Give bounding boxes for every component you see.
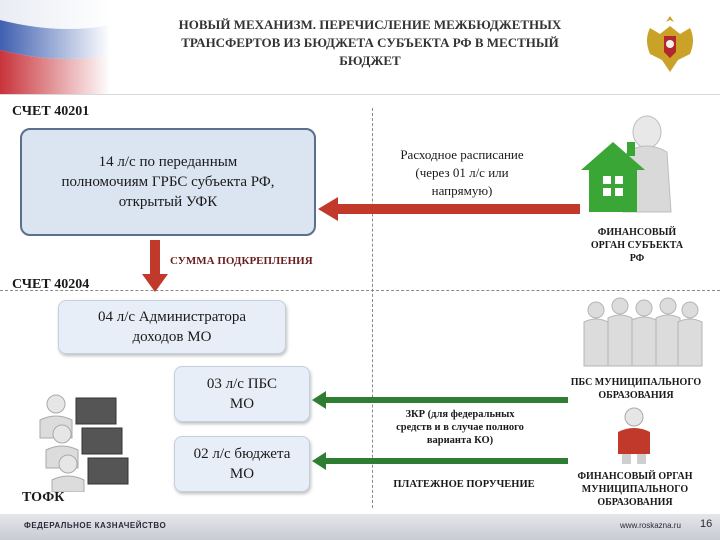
account-40201-label: СЧЕТ 40201 bbox=[12, 104, 90, 119]
title-line-1: НОВЫЙ МЕХАНИЗМ. ПЕРЕЧИСЛЕНИЕ МЕЖБЮДЖЕТНЫ… bbox=[178, 17, 562, 32]
zkr-line-1: ЗКР (для федеральных bbox=[405, 409, 515, 420]
budget-mo-box: 02 л/с бюджета МО bbox=[174, 436, 310, 492]
admin-revenue-line-1: 04 л/с Администратора bbox=[97, 309, 247, 325]
pbs-mo-line-2: МО bbox=[229, 396, 255, 412]
treasury-emblem-icon bbox=[640, 10, 700, 80]
people-group-icon bbox=[583, 297, 703, 367]
financial-body-municipal-label: ФИНАНСОВЫЙ ОРГАН МУНИЦИПАЛЬНОГО ОБРАЗОВА… bbox=[560, 470, 710, 509]
expense-schedule-line-3: напрямую) bbox=[431, 183, 493, 198]
person-red-icon bbox=[618, 407, 650, 464]
zkr-note: ЗКР (для федеральных средств и в случае … bbox=[370, 408, 550, 447]
admin-revenue-line-2: доходов МО bbox=[132, 329, 212, 345]
account-40201-line-1: 14 л/с по переданным bbox=[98, 154, 238, 170]
financial-body-subject-line-3: РФ bbox=[629, 253, 645, 264]
budget-mo-line-1: 02 л/с бюджета bbox=[193, 446, 291, 462]
account-40201-box: 14 л/с по переданным полномочиям ГРБС су… bbox=[20, 128, 316, 236]
financial-body-municipal-line-3: ОБРАЗОВАНИЯ bbox=[597, 497, 673, 508]
header-divider bbox=[0, 94, 720, 95]
financial-body-subject-line-2: ОРГАН СУБЪЕКТА bbox=[590, 240, 684, 251]
admin-revenue-box: 04 л/с Администратора доходов МО bbox=[58, 300, 286, 354]
financial-body-subject-line-1: ФИНАНСОВЫЙ bbox=[597, 227, 677, 238]
financial-body-municipal-line-1: ФИНАНСОВЫЙ ОРГАН bbox=[577, 471, 693, 482]
financial-body-subject-label: ФИНАНСОВЫЙ ОРГАН СУБЪЕКТА РФ bbox=[572, 226, 702, 265]
footer-url[interactable]: www.roskazna.ru bbox=[620, 521, 681, 530]
row-divider bbox=[0, 290, 720, 291]
column-divider bbox=[372, 108, 373, 508]
page-number: 16 bbox=[700, 518, 713, 530]
footer-bar bbox=[0, 514, 720, 540]
zkr-line-2: средств и в случае полного bbox=[396, 422, 524, 433]
pbs-municipal-line-1: ПБС МУНИЦИПАЛЬНОГО bbox=[570, 377, 702, 388]
expense-schedule-line-2: (через 01 л/с или bbox=[415, 165, 509, 180]
account-40201-line-3: открытый УФК bbox=[118, 194, 218, 210]
expense-schedule-line-1: Расходное расписание bbox=[400, 147, 524, 162]
pbs-mo-box: 03 л/с ПБС МО bbox=[174, 366, 310, 422]
payment-order-label: ПЛАТЕЖНОЕ ПОРУЧЕНИЕ bbox=[393, 479, 535, 490]
russian-flag-graphic bbox=[0, 0, 110, 95]
expense-schedule-note: Расходное расписание (через 01 л/с или н… bbox=[382, 146, 542, 200]
financial-body-municipal-line-2: МУНИЦИПАЛЬНОГО bbox=[581, 484, 689, 495]
reinforcement-arrow bbox=[142, 240, 168, 292]
title-line-3: БЮДЖЕТ bbox=[339, 53, 401, 68]
budget-mo-line-2: МО bbox=[229, 466, 255, 482]
payment-order-arrow bbox=[312, 452, 568, 470]
tofk-label: ТОФК bbox=[22, 490, 65, 505]
footer-org: ФЕДЕРАЛЬНОЕ КАЗНАЧЕЙСТВО bbox=[24, 521, 167, 530]
pbs-mo-line-1: 03 л/с ПБС bbox=[206, 376, 278, 392]
zkr-arrow bbox=[312, 391, 568, 409]
expense-schedule-arrow bbox=[318, 197, 580, 221]
account-40201-line-2: полномочиям ГРБС субъекта РФ, bbox=[61, 174, 275, 190]
house-person-icon bbox=[581, 115, 672, 213]
page-title: НОВЫЙ МЕХАНИЗМ. ПЕРЕЧИСЛЕНИЕ МЕЖБЮДЖЕТНЫ… bbox=[120, 16, 620, 70]
account-40204-label: СЧЕТ 40204 bbox=[12, 277, 90, 292]
tofk-operators-icon bbox=[39, 394, 129, 492]
zkr-line-3: варианта КО) bbox=[426, 435, 494, 446]
title-line-2: ТРАНСФЕРТОВ ИЗ БЮДЖЕТА СУБЪЕКТА РФ В МЕС… bbox=[181, 35, 559, 50]
pbs-municipal-label: ПБС МУНИЦИПАЛЬНОГО ОБРАЗОВАНИЯ bbox=[556, 376, 716, 402]
reinforcement-label: СУММА ПОДКРЕПЛЕНИЯ bbox=[170, 255, 313, 267]
pbs-municipal-line-2: ОБРАЗОВАНИЯ bbox=[598, 390, 674, 401]
